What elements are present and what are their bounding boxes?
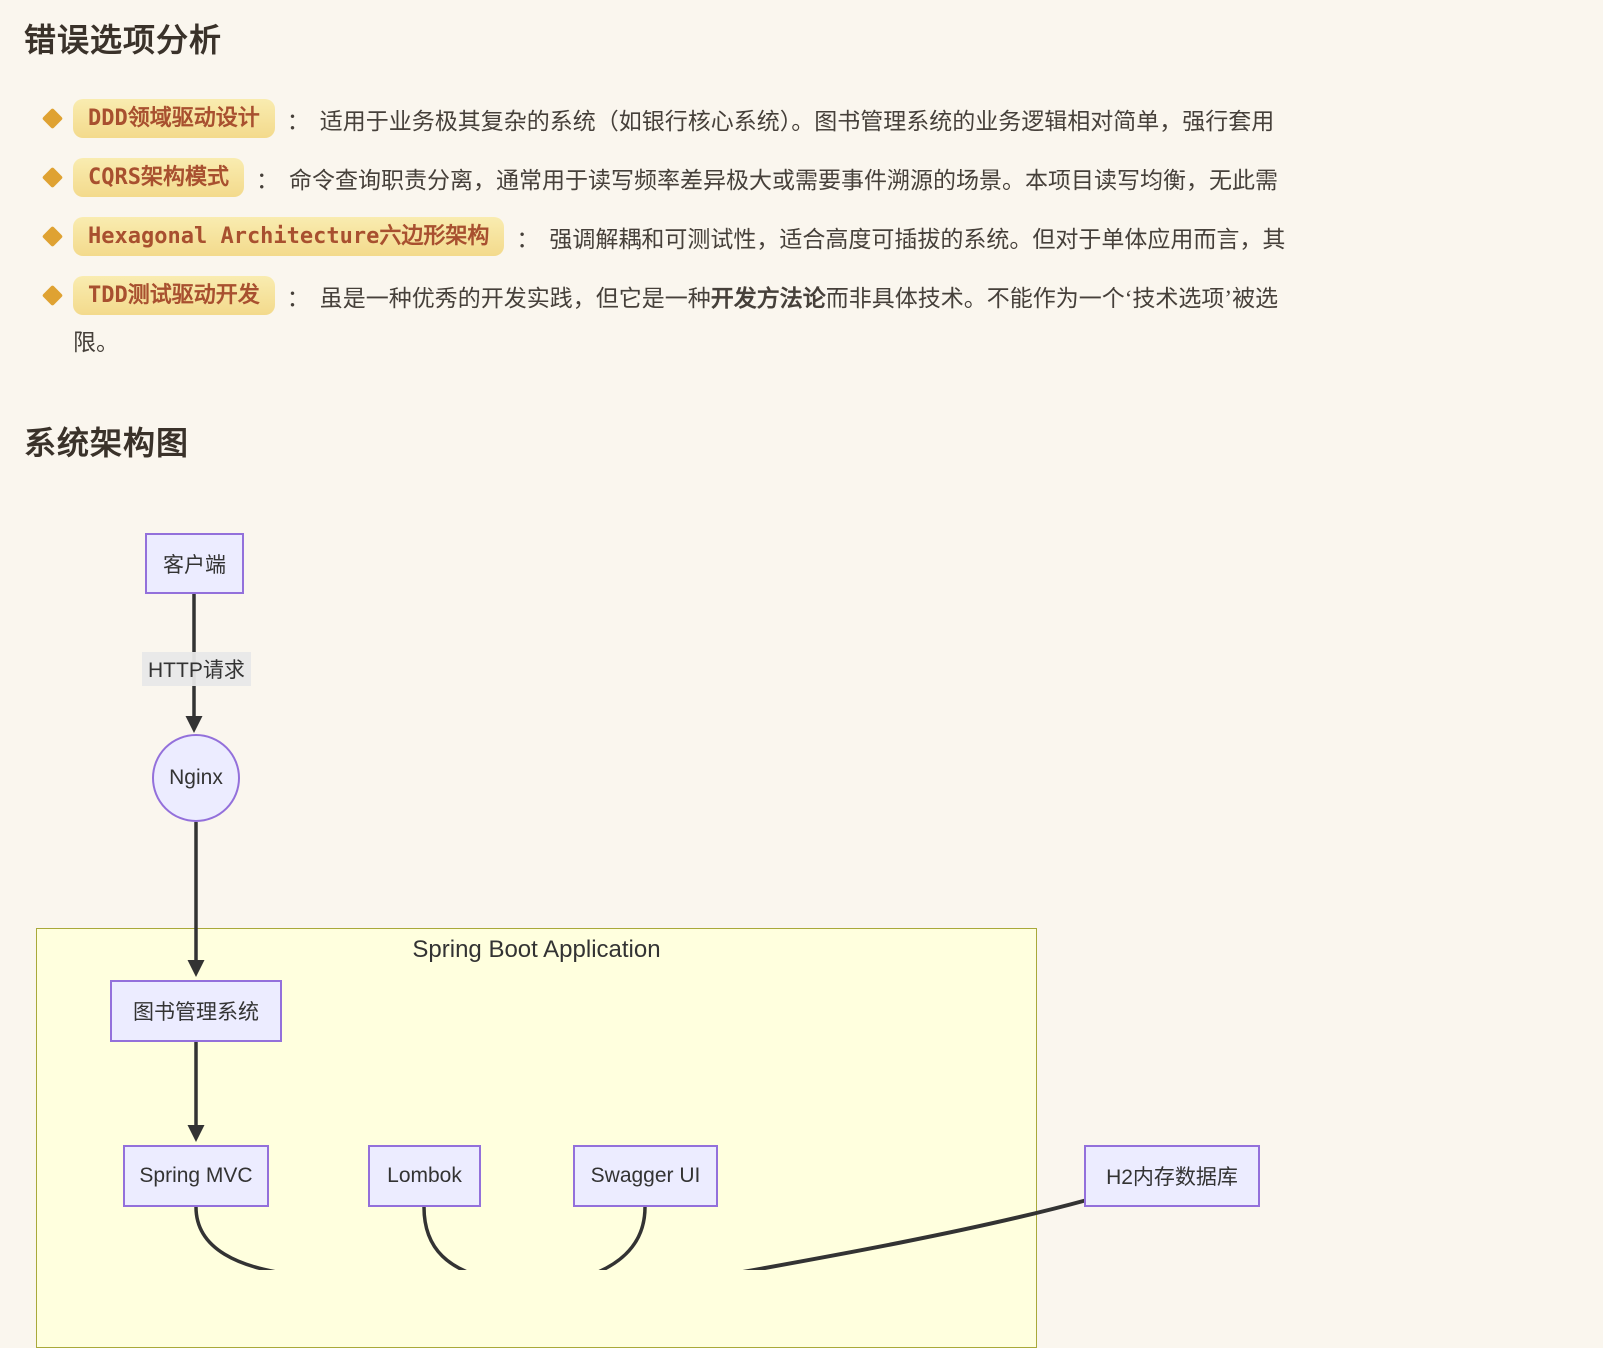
- arrowhead-nginx-system: [187, 960, 205, 977]
- node-nginx: Nginx: [152, 734, 240, 822]
- colon-separator: ：: [516, 226, 540, 252]
- option-badge-cqrs: CQRS架构模式: [73, 157, 244, 198]
- item-text-continuation: 限。: [73, 330, 119, 355]
- edge-label-http-request: HTTP请求: [142, 652, 251, 686]
- subgraph-title: Spring Boot Application: [412, 936, 661, 963]
- colon-separator: ：: [286, 285, 310, 311]
- list-item-hexagonal: Hexagonal Architecture六边形架构 ： 强调解耦和可测试性，…: [24, 207, 1603, 266]
- node-lombok: Lombok: [368, 1145, 481, 1207]
- edge-lombok-offscreen: [422, 1206, 467, 1270]
- arrowhead-system-springmvc: [187, 1125, 205, 1142]
- colon-separator: ：: [255, 167, 279, 193]
- option-badge-ddd: DDD领域驱动设计: [73, 98, 275, 139]
- diamond-bullet-icon: [41, 107, 64, 130]
- diamond-bullet-icon: [41, 284, 64, 307]
- document-body: 错误选项分析 DDD领域驱动设计 ： 适用于业务极其复杂的系统（如银行核心系统）…: [0, 22, 1603, 461]
- node-book-management-system: 图书管理系统: [110, 980, 282, 1042]
- option-badge-tdd: TDD测试驱动开发: [73, 275, 275, 316]
- section-title-analysis: 错误选项分析: [24, 22, 223, 58]
- node-spring-mvc: Spring MVC: [123, 1145, 269, 1207]
- diamond-bullet-icon: [41, 166, 64, 189]
- option-badge-hexagonal: Hexagonal Architecture六边形架构: [73, 216, 505, 257]
- item-text: 适用于业务极其复杂的系统（如银行核心系统）。图书管理系统的业务逻辑相对简单，强行…: [319, 108, 1275, 134]
- node-client: 客户端: [145, 533, 244, 594]
- edge-swagger-offscreen: [598, 1206, 647, 1270]
- list-item-ddd: DDD领域驱动设计 ： 适用于业务极其复杂的系统（如银行核心系统）。图书管理系统…: [24, 89, 1603, 148]
- edge-springmvc-offscreen: [194, 1206, 276, 1270]
- node-h2-database: H2内存数据库: [1084, 1145, 1260, 1207]
- arrowhead-client-nginx: [185, 716, 203, 733]
- edge-h2-offscreen: [742, 1198, 1088, 1270]
- item-text: 命令查询职责分离，通常用于读写频率差异极大或需要事件溯源的场景。本项目读写均衡，…: [288, 167, 1278, 193]
- colon-separator: ：: [286, 108, 310, 134]
- subgraph-spring-boot-application: Spring Boot Application: [36, 928, 1037, 1348]
- node-swagger-ui: Swagger UI: [573, 1145, 718, 1207]
- list-item-tdd: TDD测试驱动开发 ： 虽是一种优秀的开发实践，但它是一种开发方法论而非具体技术…: [24, 266, 1603, 325]
- item-text: 虽是一种优秀的开发实践，但它是一种开发方法论而非具体技术。不能作为一个‘技术选项…: [320, 279, 1278, 313]
- item-text: 强调解耦和可测试性，适合高度可插拔的系统。但对于单体应用而言，其: [549, 226, 1286, 252]
- item-text-after-bold: 而非具体技术。不能作为一个‘技术选项’被选: [825, 285, 1279, 311]
- item-text-before-bold: 虽是一种优秀的开发实践，但它是一种: [319, 285, 711, 311]
- analysis-list: DDD领域驱动设计 ： 适用于业务极其复杂的系统（如银行核心系统）。图书管理系统…: [24, 89, 1603, 325]
- item-text-bold: 开发方法论: [710, 285, 826, 311]
- page: { "analysis": { "title": "错误选项分析", "item…: [0, 22, 1603, 1348]
- list-item-cqrs: CQRS架构模式 ： 命令查询职责分离，通常用于读写频率差异极大或需要事件溯源的…: [24, 148, 1603, 207]
- section-title-architecture: 系统架构图: [24, 425, 190, 461]
- diamond-bullet-icon: [41, 225, 64, 248]
